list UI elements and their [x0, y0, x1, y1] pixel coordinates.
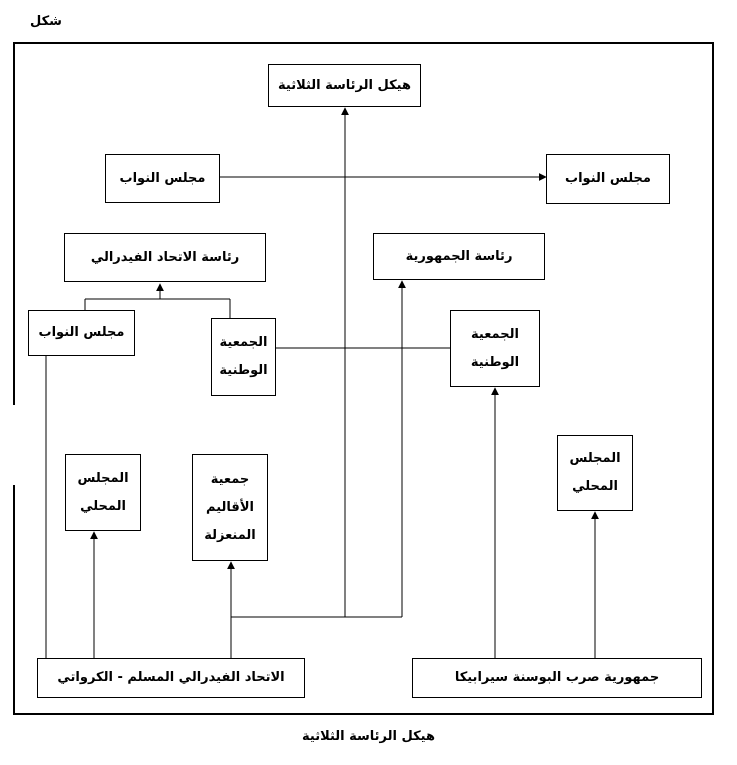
republic-national-assembly-line-2: الوطنية: [470, 354, 520, 370]
republic-local-council-box: المجلس المحلي: [557, 435, 633, 511]
federation-national-assembly-line-2: الوطنية: [219, 363, 268, 378]
cantons-assembly-line-3: المنعزلة: [204, 527, 256, 543]
presidency-structure-box: هيكل الرئاسة الثلاثية: [268, 64, 421, 107]
federation-house-of-representatives-box: مجلس النواب: [28, 310, 135, 356]
republic-national-assembly-box: الجمعية الوطنية: [450, 310, 540, 387]
republic-national-assembly-line-1: الجمعية: [471, 326, 519, 342]
republic-presidency-box: رئاسة الجمهورية: [373, 233, 545, 280]
house-of-representatives-left-box: مجلس النواب: [105, 154, 220, 203]
diagram-frame: [13, 42, 714, 715]
federal-presidency-box: رئاسة الاتحاد الفيدرالي: [64, 233, 266, 282]
federation-national-assembly-box: الجمعية الوطنية: [211, 318, 276, 396]
figure-caption: هيكل الرئاسة الثلاثية: [302, 729, 435, 744]
cantons-assembly-line-2: الأقاليم: [206, 499, 254, 515]
republika-srpska-box: جمهورية صرب البوسنة سيرابيكا: [412, 658, 702, 698]
house-of-representatives-right-box: مجلس النواب: [546, 154, 670, 204]
republic-local-council-line-2: المحلي: [572, 479, 618, 494]
federation-national-assembly-line-1: الجمعية: [219, 335, 268, 350]
republic-local-council-line-1: المجلس: [569, 451, 621, 466]
frame-gap: [12, 405, 16, 485]
cantons-assembly-line-1: جمعية: [210, 471, 250, 487]
figure-label: شكل: [30, 14, 62, 29]
cantons-assembly-box: جمعية الأقاليم المنعزلة: [192, 454, 268, 561]
federation-local-council-line-2: المحلي: [80, 498, 126, 514]
federation-local-council-box: المجلس المحلي: [65, 454, 141, 531]
federation-box: الاتحاد الفيدرالي المسلم - الكرواتي: [37, 658, 305, 698]
federation-local-council-line-1: المجلس: [77, 470, 129, 486]
